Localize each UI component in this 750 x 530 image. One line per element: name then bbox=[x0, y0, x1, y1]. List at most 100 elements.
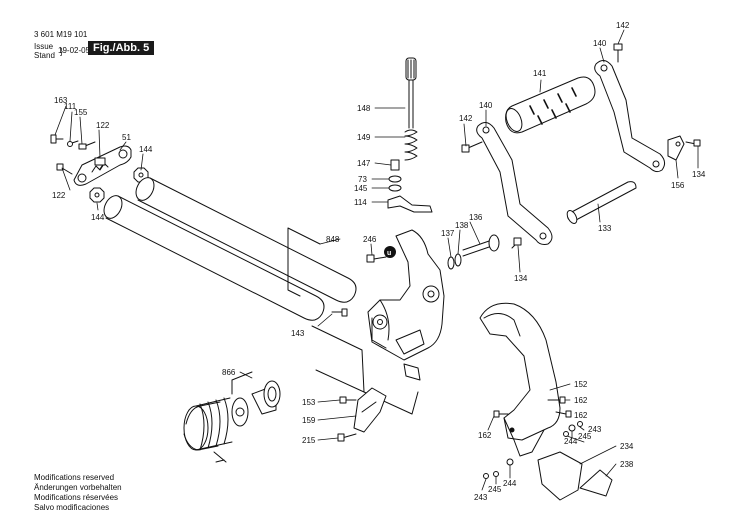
screw-143 bbox=[331, 308, 348, 317]
spring-149 bbox=[404, 129, 418, 161]
handle-arm-140-right bbox=[594, 60, 666, 173]
footer-notes: Modifications reserved Änderungen vorbeh… bbox=[34, 473, 122, 513]
ring-137 bbox=[447, 256, 455, 270]
screw-142-top bbox=[613, 43, 623, 63]
spring-assembly-866 bbox=[183, 380, 281, 463]
callout-114: 114 bbox=[354, 198, 367, 207]
callout-244: 244 bbox=[564, 437, 578, 446]
callout-238: 238 bbox=[620, 460, 634, 469]
figure-label: Fig./Abb. 5 bbox=[88, 41, 155, 55]
cover-159 bbox=[353, 387, 387, 433]
callout-155: 155 bbox=[74, 108, 88, 117]
callout-122: 122 bbox=[96, 121, 110, 130]
callout-142-b: 142 bbox=[459, 114, 473, 123]
callout-labels: 163 111 155 122 51 144 122 144 148 149 1… bbox=[52, 21, 706, 502]
callout-243-b: 243 bbox=[474, 493, 488, 502]
callout-156: 156 bbox=[671, 181, 685, 190]
screw-215 bbox=[337, 433, 357, 442]
handle-arm-140-left bbox=[476, 122, 553, 245]
doc-number: 3 601 M19 101 bbox=[34, 30, 88, 39]
knob-144b bbox=[89, 187, 105, 203]
callout-122-b: 122 bbox=[52, 191, 66, 200]
handle-grip-141 bbox=[505, 76, 596, 134]
callout-73: 73 bbox=[358, 175, 367, 184]
nut-244-a bbox=[568, 424, 576, 432]
callout-140-b: 140 bbox=[479, 101, 493, 110]
nut-245-b bbox=[493, 471, 499, 477]
callout-215: 215 bbox=[302, 436, 316, 445]
left-plate-51 bbox=[73, 145, 132, 186]
callout-163: 163 bbox=[54, 96, 68, 105]
ring-138 bbox=[454, 253, 462, 267]
note-fr: Modifications réservées bbox=[34, 493, 119, 502]
callout-111: 111 bbox=[64, 102, 77, 111]
callout-246: 246 bbox=[363, 235, 377, 244]
blade-guard-152 bbox=[479, 302, 561, 457]
issue-bracket: } bbox=[60, 46, 64, 56]
callout-134: 134 bbox=[514, 274, 528, 283]
guard-cover-238 bbox=[579, 469, 613, 497]
screw-162-b bbox=[555, 410, 572, 418]
callout-848: 848 bbox=[326, 235, 340, 244]
callout-162: 162 bbox=[574, 396, 588, 405]
callout-136: 136 bbox=[469, 213, 483, 222]
callout-140: 140 bbox=[593, 39, 607, 48]
issue-date: 19-02-05 bbox=[58, 46, 91, 55]
callout-245: 245 bbox=[578, 432, 592, 441]
nut-243-a bbox=[577, 421, 583, 427]
note-de: Änderungen vorbehalten bbox=[34, 483, 122, 492]
callout-245-b: 245 bbox=[488, 485, 502, 494]
callout-234: 234 bbox=[620, 442, 634, 451]
callout-143: 143 bbox=[291, 329, 305, 338]
spindle-148 bbox=[405, 57, 417, 129]
marker-label: u bbox=[387, 250, 391, 257]
bracket-866 bbox=[231, 371, 253, 395]
screw-134-lower bbox=[511, 237, 522, 249]
note-es: Salvo modificaciones bbox=[34, 503, 110, 512]
callout-137: 137 bbox=[441, 229, 455, 238]
nut-244-b bbox=[506, 458, 514, 466]
screw-111 bbox=[67, 140, 79, 147]
callout-162-b: 162 bbox=[574, 411, 588, 420]
callout-51: 51 bbox=[122, 133, 131, 142]
guard-cover-234 bbox=[537, 451, 583, 501]
screw-246 bbox=[366, 254, 387, 263]
rod-848-lower bbox=[103, 195, 325, 321]
callout-133: 133 bbox=[598, 224, 612, 233]
screw-162-c bbox=[493, 410, 509, 418]
bracket-848 bbox=[287, 227, 321, 297]
callout-152: 152 bbox=[574, 380, 588, 389]
callout-142: 142 bbox=[616, 21, 630, 30]
issue-label: Issue bbox=[34, 42, 54, 51]
rod-133 bbox=[566, 181, 637, 224]
nut-147 bbox=[390, 159, 400, 171]
callout-144: 144 bbox=[139, 145, 153, 154]
callout-145: 145 bbox=[354, 184, 368, 193]
nut-243-b bbox=[483, 473, 489, 479]
screw-134-right bbox=[685, 139, 701, 147]
screw-122b bbox=[56, 163, 73, 175]
leader-lines bbox=[54, 29, 699, 491]
rod-848-upper bbox=[135, 177, 357, 303]
marker-circle bbox=[384, 246, 396, 258]
callout-244-b: 244 bbox=[503, 479, 517, 488]
washer-145 bbox=[388, 184, 402, 192]
callout-147: 147 bbox=[357, 159, 371, 168]
callout-134-b: 134 bbox=[692, 170, 706, 179]
washer-73 bbox=[388, 175, 402, 183]
clip-114 bbox=[387, 195, 433, 213]
screw-153 bbox=[339, 396, 357, 404]
callout-866: 866 bbox=[222, 368, 236, 377]
screw-155 bbox=[78, 141, 96, 150]
screw-142-left bbox=[461, 141, 483, 153]
callout-149: 149 bbox=[357, 133, 371, 142]
stand-label: Stand bbox=[34, 51, 55, 60]
dashed-outline bbox=[311, 325, 419, 415]
bracket-156 bbox=[667, 135, 685, 161]
bolt-136 bbox=[462, 234, 500, 257]
callout-159: 159 bbox=[302, 416, 316, 425]
callout-162-c: 162 bbox=[478, 431, 492, 440]
callout-144-b: 144 bbox=[91, 213, 105, 222]
